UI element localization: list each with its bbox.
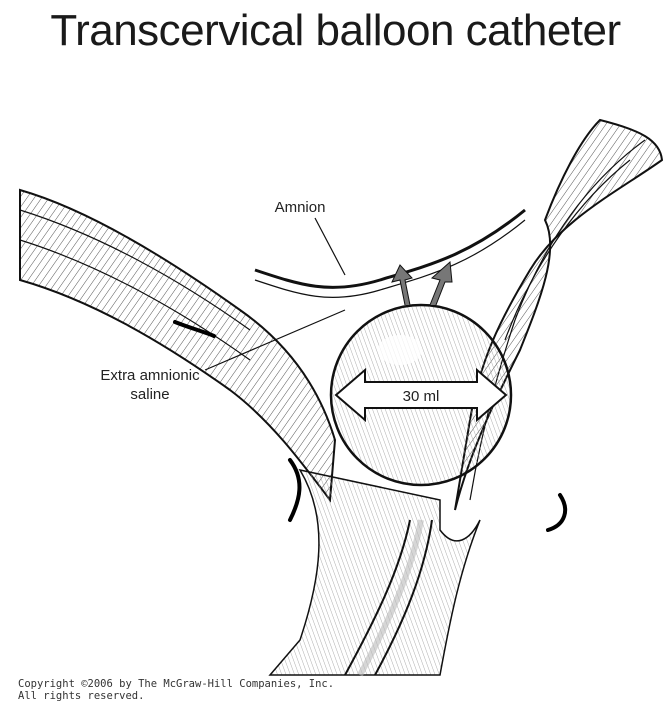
amnion-leader-line: [315, 218, 345, 275]
balloon-catheter-illustration: 30 ml Amnion Extra amnionic saline: [0, 100, 671, 678]
left-uterine-wall: [20, 190, 335, 500]
extra-amnionic-label-line2: saline: [130, 386, 169, 403]
extra-amnionic-label-line1: Extra amnionic: [100, 367, 200, 384]
right-uterine-wall: [455, 120, 662, 530]
copyright-line-1: Copyright ©2006 by The McGraw-Hill Compa…: [18, 678, 334, 690]
copyright-notice: Copyright ©2006 by The McGraw-Hill Compa…: [18, 678, 334, 702]
volume-label: 30 ml: [403, 388, 440, 405]
amnion-label: Amnion: [275, 199, 326, 216]
page-title: Transcervical balloon catheter: [0, 6, 671, 56]
copyright-line-2: All rights reserved.: [18, 690, 334, 702]
